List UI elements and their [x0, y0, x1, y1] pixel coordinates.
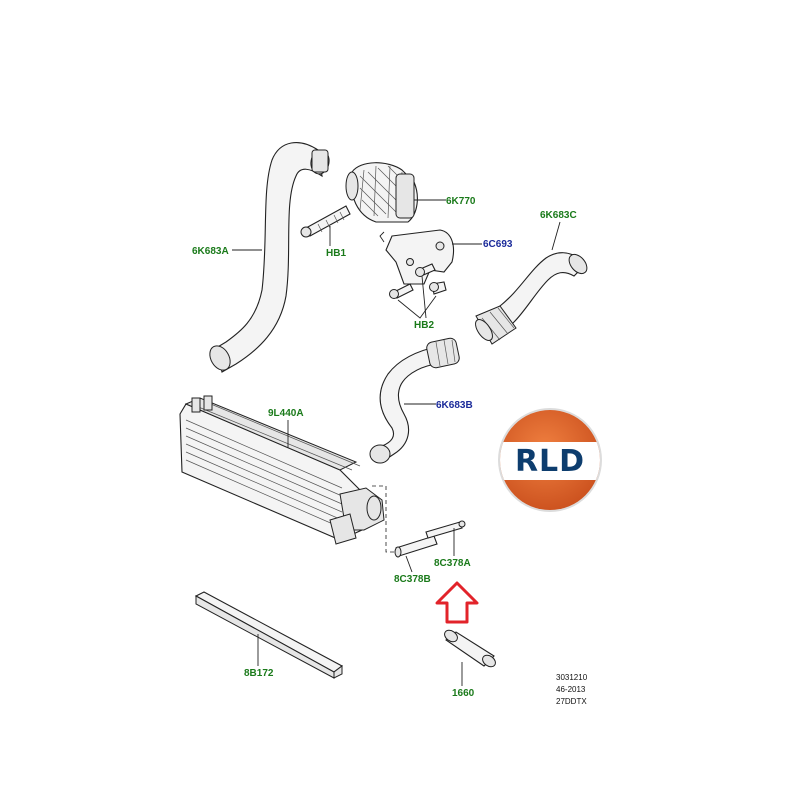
label-hb2: HB2: [414, 320, 434, 331]
strip-8b172: [194, 591, 344, 679]
logo-text: RLD: [515, 444, 585, 479]
label-6k770: 6K770: [446, 196, 476, 207]
label-6k683b: 6K683B: [436, 400, 473, 411]
hose-6k683a: [209, 142, 330, 373]
intercooler-9l440a: [179, 395, 385, 545]
part-6k770: [345, 162, 418, 223]
label-6k683c: 6K683C: [540, 210, 577, 221]
reference-line-1: 3031210: [556, 673, 588, 682]
bolts-hb2: [389, 263, 447, 299]
red-up-arrow-icon: [435, 581, 479, 624]
sleeve-1660: [444, 629, 496, 668]
label-6c693: 6C693: [483, 239, 513, 250]
label-9l440a: 9L440A: [268, 408, 304, 419]
hose-6k683b: [369, 337, 460, 464]
label-6k683a: 6K683A: [192, 246, 229, 257]
bracket-6c693: [379, 229, 455, 285]
rld-logo: RLD: [498, 408, 602, 512]
label-8c378a: 8C378A: [434, 558, 471, 569]
reference-line-2: 46-2013: [556, 685, 586, 694]
label-8c378b: 8C378B: [394, 574, 431, 585]
label-hb1: HB1: [326, 248, 346, 259]
hose-6k683c: [475, 252, 588, 345]
pin-8c378a: [425, 520, 466, 539]
label-8b172: 8B172: [244, 668, 274, 679]
reference-line-3: 27DDTX: [556, 697, 587, 706]
bolt-hb1: [300, 205, 351, 238]
pin-8c378b: [394, 535, 438, 558]
leader-dashed-intercooler: [372, 485, 404, 553]
leader-lines: [232, 199, 561, 686]
label-1660: 1660: [452, 688, 475, 699]
